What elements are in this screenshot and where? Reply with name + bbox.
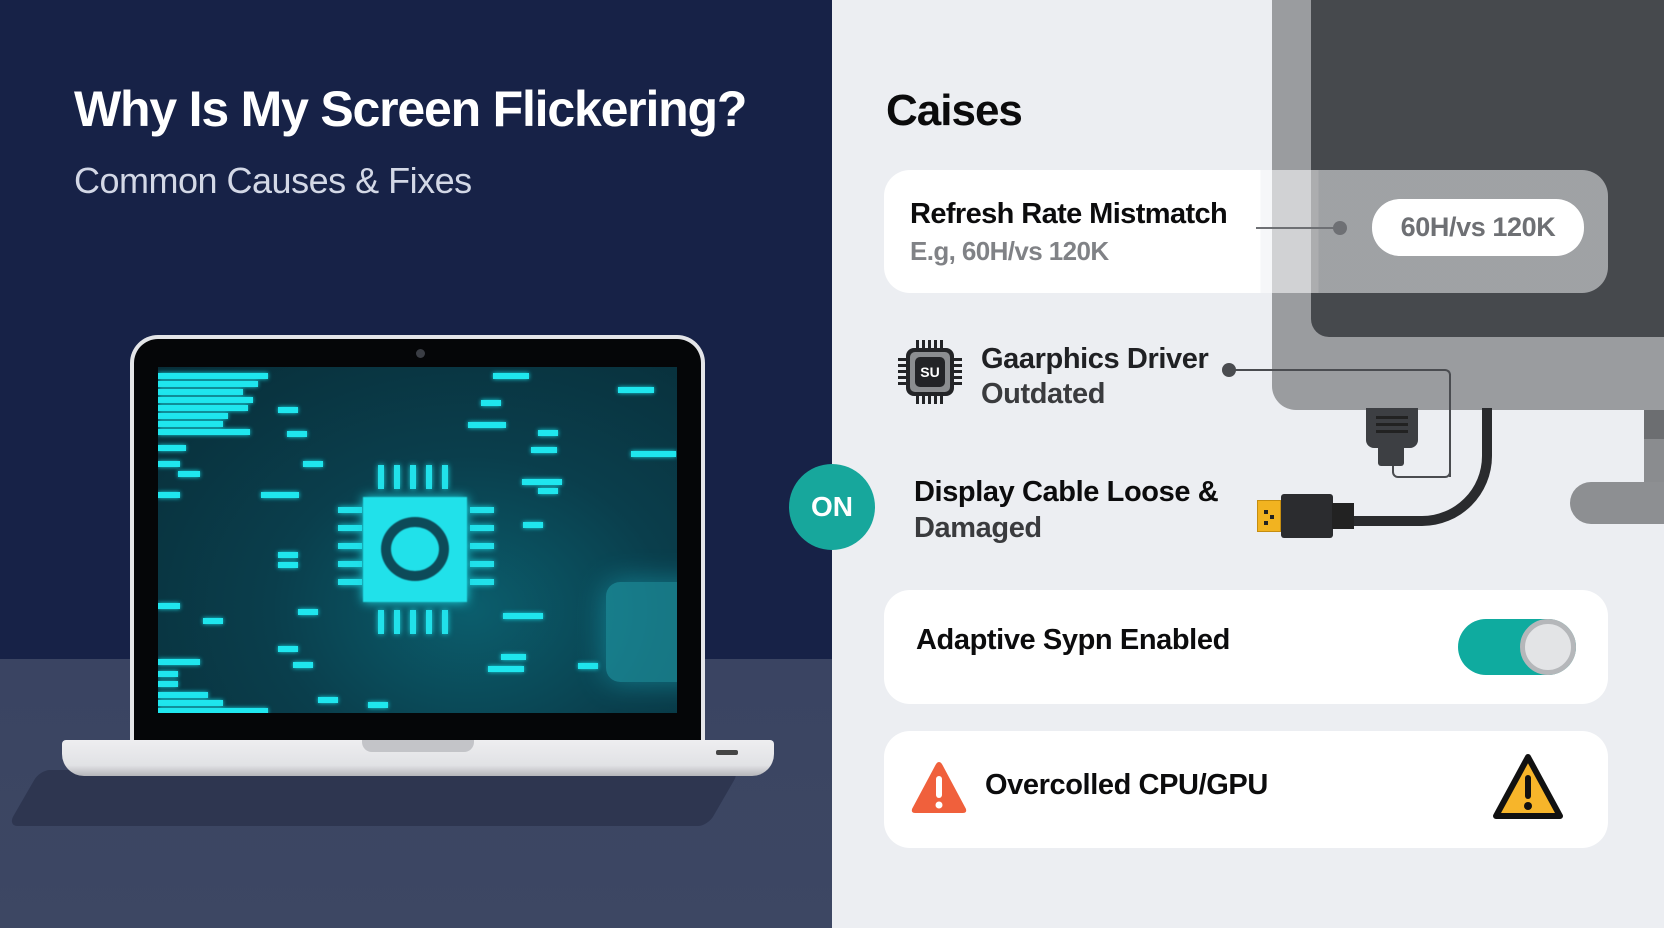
adaptive-sync-toggle[interactable] xyxy=(1458,619,1576,675)
laptop-shadow xyxy=(7,770,740,826)
cause-title: Adaptive Sypn Enabled xyxy=(916,624,1230,656)
page-title: Why Is My Screen Flickering? xyxy=(74,81,747,137)
usb-plug-icon xyxy=(1281,494,1333,538)
cause-title: Overcolled CPU/GPU xyxy=(985,769,1268,801)
laptop-base xyxy=(62,740,774,776)
usb-connector-icon xyxy=(1257,500,1281,532)
webcam-icon xyxy=(416,349,425,358)
monitor-stand-foot xyxy=(1570,482,1664,524)
section-title: Caises xyxy=(886,86,1023,135)
cause-card-refresh-rate[interactable]: Refresh Rate Mistmatch E.g, 60H/vs 120K … xyxy=(884,170,1608,293)
on-status-badge: ON xyxy=(789,464,875,550)
warning-icon-red xyxy=(911,762,967,813)
cause-title: Gaarphics Driver xyxy=(981,343,1209,375)
causes-panel: Caises Refresh Rate Mistmatch E.g, 60H/v… xyxy=(832,0,1664,928)
monitor-stand xyxy=(1644,410,1664,482)
glitch-overlay xyxy=(606,582,677,682)
port-icon xyxy=(716,750,738,755)
cause-card-overclocked[interactable]: Overcolled CPU/GPU xyxy=(884,731,1608,848)
flickering-screen xyxy=(158,367,677,713)
hero-panel: Why Is My Screen Flickering? Common Caus… xyxy=(0,0,832,928)
warning-icon-yellow xyxy=(1493,754,1563,819)
display-cable xyxy=(1352,408,1492,526)
toggle-knob[interactable] xyxy=(1520,619,1576,675)
connector-line xyxy=(1256,227,1338,229)
connector-dot xyxy=(1333,221,1347,235)
cause-title: Display Cable Loose & xyxy=(914,476,1219,508)
page-subtitle: Common Causes & Fixes xyxy=(74,160,472,201)
chip-icon xyxy=(363,497,467,602)
cause-card-adaptive-sync: Adaptive Sypn Enabled xyxy=(884,590,1608,704)
connector-dot xyxy=(1222,363,1236,377)
refresh-rate-pill: 60H/vs 120K xyxy=(1372,199,1584,256)
cause-item-display-cable[interactable]: Display Cable Loose & Damaged xyxy=(914,476,1219,545)
cause-title-line2: Outdated xyxy=(981,378,1106,410)
cause-example: E.g, 60H/vs 120K xyxy=(910,236,1109,266)
cause-title-line2: Damaged xyxy=(914,512,1042,544)
cause-title: Refresh Rate Mistmatch xyxy=(910,198,1228,230)
chip-icon: SU xyxy=(898,340,962,404)
laptop-illustration xyxy=(130,335,705,745)
svg-text:SU: SU xyxy=(920,364,939,380)
